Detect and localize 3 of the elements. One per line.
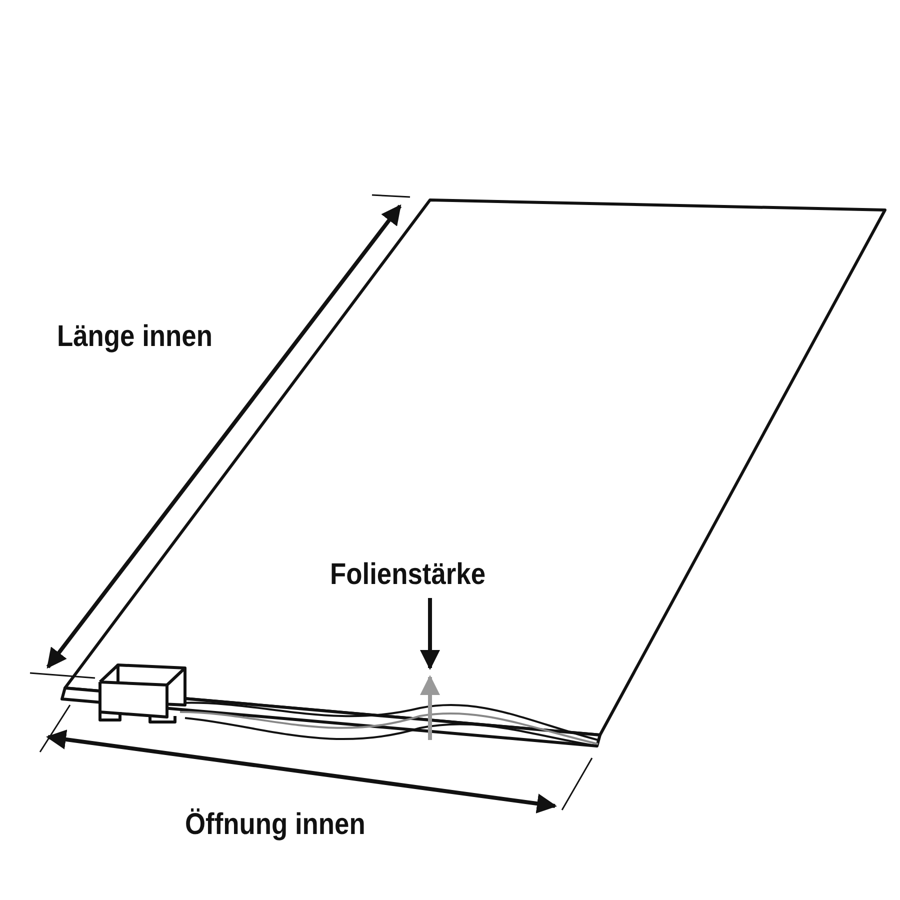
dimension-label: Länge innen [57,320,212,354]
dimension-label: Folienstärke [330,558,486,592]
dimension-label: Öffnung innen [185,808,366,842]
